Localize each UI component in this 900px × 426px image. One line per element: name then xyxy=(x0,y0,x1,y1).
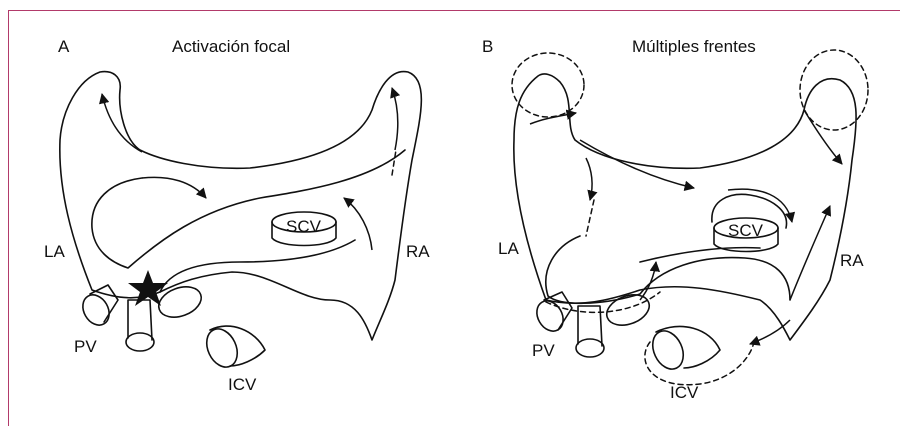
panel-a-label-icv: ICV xyxy=(228,375,257,394)
panel-a: A Activación focal xyxy=(44,37,430,394)
panel-b-wavefront-loop-ra xyxy=(800,50,868,130)
panel-a-label-la: LA xyxy=(44,242,65,261)
panel-b-label-scv: SCV xyxy=(728,221,764,240)
panel-a-title: Activación focal xyxy=(172,37,290,56)
panel-b-label-icv: ICV xyxy=(670,383,699,402)
panel-a-label-ra: RA xyxy=(406,242,430,261)
panel-b-septum xyxy=(546,236,790,303)
panel-a-label-scv: SCV xyxy=(286,217,322,236)
panel-b-letter: B xyxy=(482,37,493,56)
panel-a-icv-vessel xyxy=(201,324,265,372)
panel-b-icv-vessel xyxy=(647,326,720,374)
panel-a-label-pv: PV xyxy=(74,337,97,356)
panel-b-label-pv: PV xyxy=(532,341,555,360)
panel-b-wavefront-septum xyxy=(586,200,594,236)
panel-b-label-la: LA xyxy=(498,239,519,258)
panel-a-inner-line xyxy=(160,240,355,292)
panel-a-atria-outline xyxy=(60,72,422,340)
panel-a-letter: A xyxy=(58,37,70,56)
panel-b-title: Múltiples frentes xyxy=(632,37,756,56)
panel-b: B Múltiples frentes xyxy=(482,37,868,402)
panel-b-label-ra: RA xyxy=(840,251,864,270)
panel-b-wavefront-loop-la xyxy=(512,53,584,117)
